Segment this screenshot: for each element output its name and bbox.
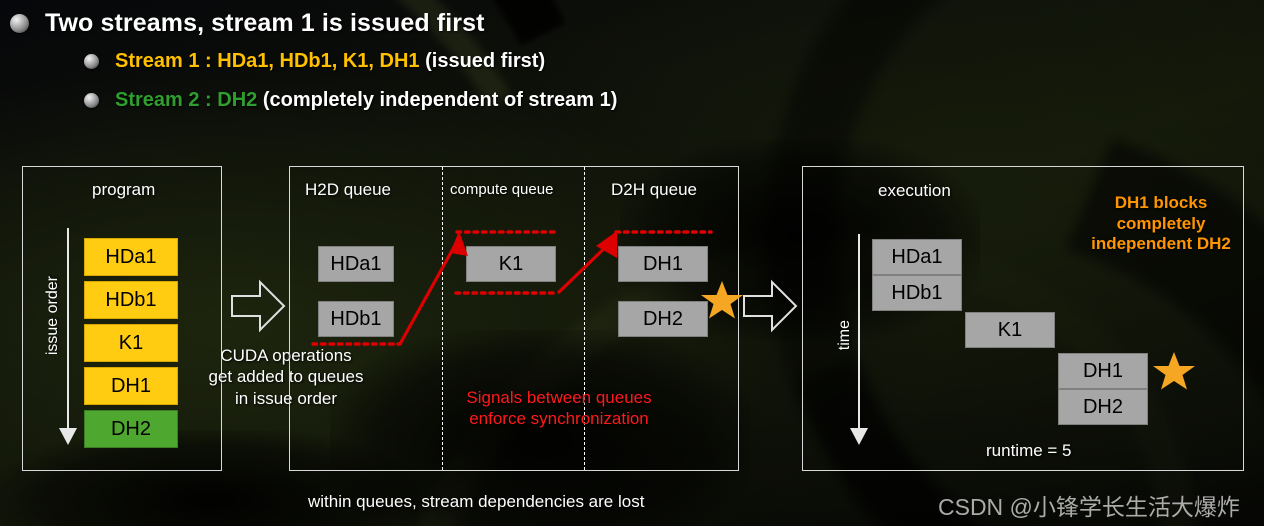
bullet-stream2: Stream 2 : DH2 (completely independent o…	[84, 89, 617, 112]
execution-box-hda1: HDa1	[872, 239, 962, 275]
stream2-label: Stream 2 :	[115, 89, 218, 111]
flow-arrow-2-icon	[742, 278, 798, 339]
issue-order-axis-label: issue order	[44, 276, 61, 356]
issue-order-axis-line	[67, 228, 69, 430]
h2d-queue-title: H2D queue	[305, 180, 392, 199]
program-box-hdb1: HDb1	[84, 281, 178, 319]
execution-box-k1: K1	[965, 312, 1055, 348]
compute-box-k1: K1	[466, 246, 556, 282]
stream2-note: (completely independent of stream 1)	[257, 89, 618, 111]
stream1-ops: HDa1, HDb1, K1, DH1	[217, 50, 420, 72]
time-axis-line	[858, 234, 860, 430]
program-panel	[22, 166, 222, 471]
h2d-box-hdb1: HDb1	[318, 301, 394, 337]
bullet-sphere-icon	[10, 14, 29, 33]
execution-box-dh2: DH2	[1058, 389, 1148, 425]
runtime-label: runtime = 5	[986, 441, 1072, 460]
execution-panel	[802, 166, 1244, 471]
program-panel-title: program	[92, 180, 156, 199]
flow-arrow-1-icon	[230, 278, 286, 339]
watermark: CSDN @小锋学长生活大爆炸	[938, 494, 1240, 520]
cuda-operations-caption: CUDA operations get added to queues in i…	[208, 346, 364, 408]
d2h-box-dh1: DH1	[618, 246, 708, 282]
time-axis-label: time	[836, 320, 853, 351]
stream2-ops: DH2	[217, 89, 258, 111]
slide-heading: Two streams, stream 1 is issued first	[45, 9, 485, 37]
bullet-sphere-icon	[84, 93, 99, 108]
execution-box-hdb1: HDb1	[872, 275, 962, 311]
d2h-queue-title: D2H queue	[611, 180, 698, 199]
program-box-dh1: DH1	[84, 367, 178, 405]
queue-divider-2	[584, 167, 585, 470]
program-box-k1: K1	[84, 324, 178, 362]
issue-order-axis-arrowhead	[59, 428, 77, 445]
program-box-dh2: DH2	[84, 410, 178, 448]
execution-panel-title: execution	[878, 181, 951, 200]
signals-caption: Signals between queues enforce synchroni…	[466, 388, 652, 429]
execution-box-dh1: DH1	[1058, 353, 1148, 389]
program-box-hda1: HDa1	[84, 238, 178, 276]
bullet-stream1: Stream 1 : HDa1, HDb1, K1, DH1 (issued f…	[84, 50, 545, 73]
dh1-blocks-note: DH1 blocks completely independent DH2	[1091, 193, 1231, 254]
compute-queue-title: compute queue	[450, 181, 554, 198]
d2h-box-dh2: DH2	[618, 301, 708, 337]
time-axis-arrowhead	[850, 428, 868, 445]
stream1-label: Stream 1 :	[115, 50, 218, 72]
bullet-sphere-icon	[84, 54, 99, 69]
bullet-level1: Two streams, stream 1 is issued first	[10, 9, 485, 38]
bottom-note: within queues, stream dependencies are l…	[308, 492, 645, 511]
stream1-note: (issued first)	[419, 50, 546, 72]
h2d-box-hda1: HDa1	[318, 246, 394, 282]
